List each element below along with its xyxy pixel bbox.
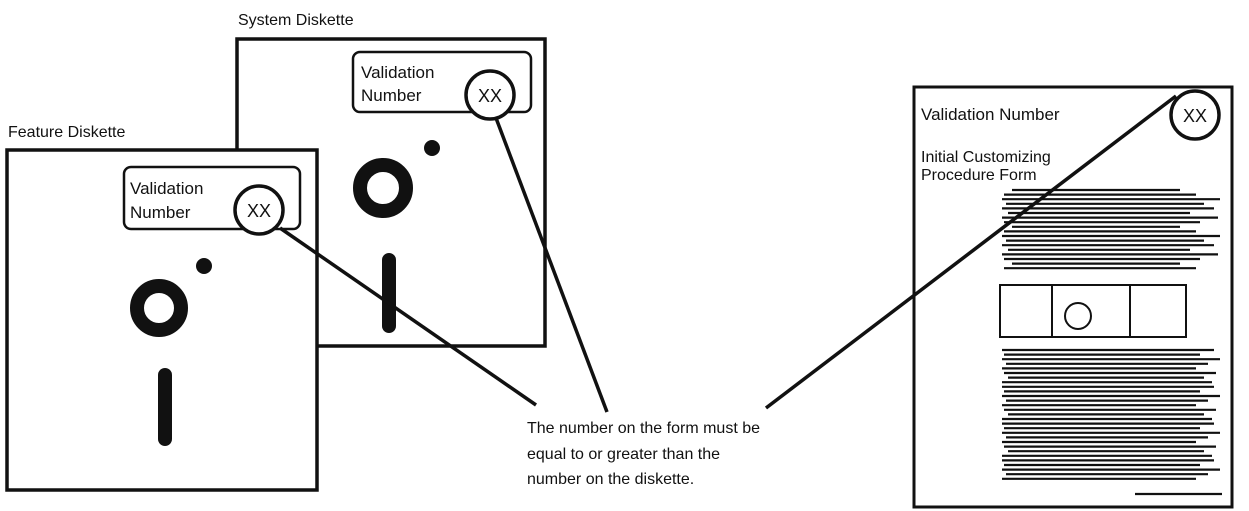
feature-diskette-label-line2: Number bbox=[130, 203, 191, 222]
note-text: The number on the form must be equal to … bbox=[527, 420, 760, 488]
leader-line-feature bbox=[279, 226, 537, 407]
note-line-1: The number on the form must be bbox=[527, 420, 760, 437]
customizing-form: Validation Number XX Initial Customizing… bbox=[912, 85, 1234, 509]
leader-line-form bbox=[764, 94, 1178, 410]
feature-diskette-read-slot bbox=[158, 368, 172, 446]
feature-diskette-index-hole bbox=[196, 258, 212, 274]
feature-diskette-number: XX bbox=[247, 201, 271, 221]
form-field-circle bbox=[1064, 302, 1092, 330]
form-number: XX bbox=[1183, 106, 1207, 126]
form-title-line1: Initial Customizing bbox=[921, 149, 1051, 166]
leader-line-system bbox=[494, 117, 609, 413]
form-number-circle bbox=[1169, 89, 1221, 141]
system-diskette-number: XX bbox=[478, 86, 502, 106]
system-diskette-index-hole bbox=[424, 140, 440, 156]
system-diskette-number-circle bbox=[464, 69, 516, 121]
feature-diskette-caption: Feature Diskette bbox=[8, 124, 125, 141]
feature-diskette: Feature Diskette Validation Number XX bbox=[5, 124, 319, 492]
form-validation-label: Validation Number bbox=[921, 105, 1060, 124]
note-line-3: number on the diskette. bbox=[527, 471, 694, 488]
system-diskette-caption: System Diskette bbox=[238, 12, 354, 29]
leader-lines bbox=[279, 94, 1178, 413]
form-text-lines-bottom bbox=[1002, 348, 1220, 480]
system-diskette-hub-ring bbox=[353, 158, 413, 218]
feature-diskette-label-line1: Validation bbox=[130, 179, 203, 198]
system-diskette-label-line1: Validation bbox=[361, 63, 434, 82]
form-title-line2: Procedure Form bbox=[921, 167, 1037, 184]
system-diskette-read-slot bbox=[382, 253, 396, 333]
form-text-lines-top bbox=[1002, 188, 1220, 270]
note-line-2: equal to or greater than the bbox=[527, 446, 720, 463]
feature-diskette-hub-ring bbox=[130, 279, 188, 337]
system-diskette-label-line2: Number bbox=[361, 86, 422, 105]
form-field-box bbox=[999, 284, 1187, 338]
feature-diskette-number-circle bbox=[233, 184, 285, 236]
